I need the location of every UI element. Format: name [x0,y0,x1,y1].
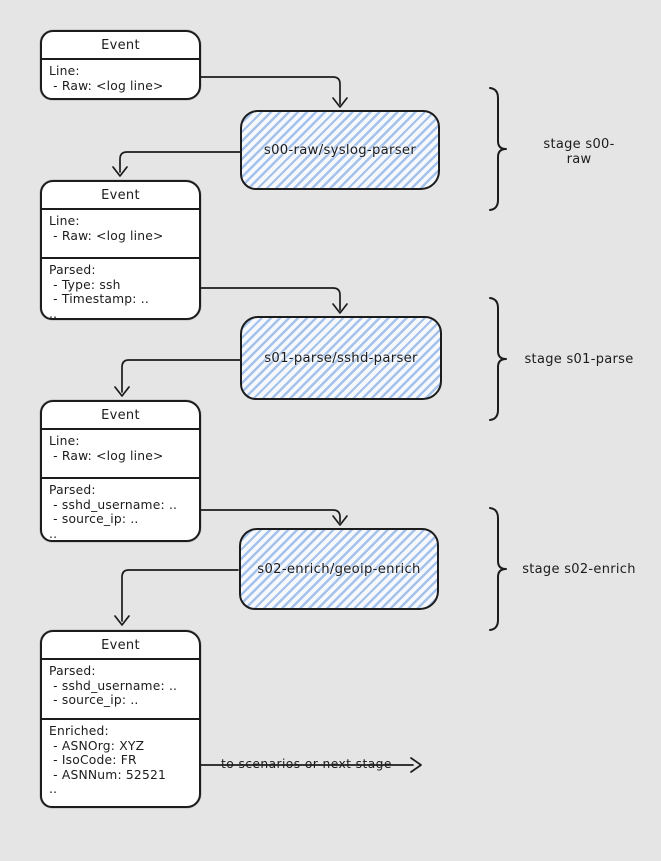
stage-label-s01-parse: stage s01-parse [524,352,634,367]
event-node-title: Event [42,632,199,660]
event-field-line: .. [49,306,58,321]
stage-label-s00-raw: stage s00- raw [543,137,615,167]
event-node-4: Event Parsed: - sshd_username: .. - sour… [40,630,201,808]
event-field-line: - Timestamp: .. [49,292,149,306]
parser-node-label: s01-parse/sshd-parser [264,350,418,366]
event-field-line: - Raw: <log line> [49,228,164,243]
event-section-parsed: Parsed: - sshd_username: .. - source_ip:… [42,660,199,718]
event-field-line: Parsed: [49,664,96,678]
event-field-line: Line: [49,434,80,448]
event-section-line: Line: - Raw: <log line> [42,430,199,477]
event-node-title: Event [42,32,199,60]
event-section-line: Line: - Raw: <log line> [42,60,199,95]
parser-node-label: s02-enrich/geoip-enrich [257,561,421,577]
event-node-title: Event [42,182,199,210]
flow-out-label: to scenarios or next stage [221,757,392,771]
event-field-line: Parsed: [49,483,96,497]
event-field-line: Parsed: [49,263,96,277]
event-section-enriched: Enriched: - ASNOrg: XYZ - IsoCode: FR - … [42,718,199,799]
event-node-1: Event Line: - Raw: <log line> [40,30,201,100]
parser-node-s02-enrich: s02-enrich/geoip-enrich [239,528,439,610]
event-section-parsed: Parsed: - sshd_username: .. - source_ip:… [42,477,199,543]
event-field-line: - Raw: <log line> [49,448,164,463]
event-section-parsed: Parsed: - Type: ssh - Timestamp: .. .. [42,257,199,323]
event-field-line: - sshd_username: .. [49,678,178,693]
parser-node-s00-raw: s00-raw/syslog-parser [240,110,440,190]
event-field-line: - Raw: <log line> [49,78,164,93]
parser-node-label: s00-raw/syslog-parser [263,142,417,158]
event-section-line: Line: - Raw: <log line> [42,210,199,257]
event-field-line: Line: [49,214,80,228]
event-field-line: Line: [49,64,80,78]
event-field-line: .. [49,782,58,796]
event-field-line: - ASNNum: 52521 [49,767,167,782]
event-field-line: - source_ip: .. [49,512,139,526]
parser-node-s01-parse: s01-parse/sshd-parser [240,316,442,400]
event-field-line: Enriched: [49,724,109,738]
event-field-line: - source_ip: .. [49,693,139,707]
event-field-line: - ASNOrg: XYZ [49,738,145,753]
event-node-title: Event [42,402,199,430]
event-node-2: Event Line: - Raw: <log line> Parsed: - … [40,180,201,323]
event-field-line: - sshd_username: .. [49,497,178,512]
event-field-line: .. [49,526,58,541]
event-field-line: - Type: ssh [49,277,121,292]
event-node-3: Event Line: - Raw: <log line> Parsed: - … [40,400,201,542]
event-field-line: - IsoCode: FR [49,753,137,767]
stage-label-s02-enrich: stage s02-enrich [522,562,636,577]
